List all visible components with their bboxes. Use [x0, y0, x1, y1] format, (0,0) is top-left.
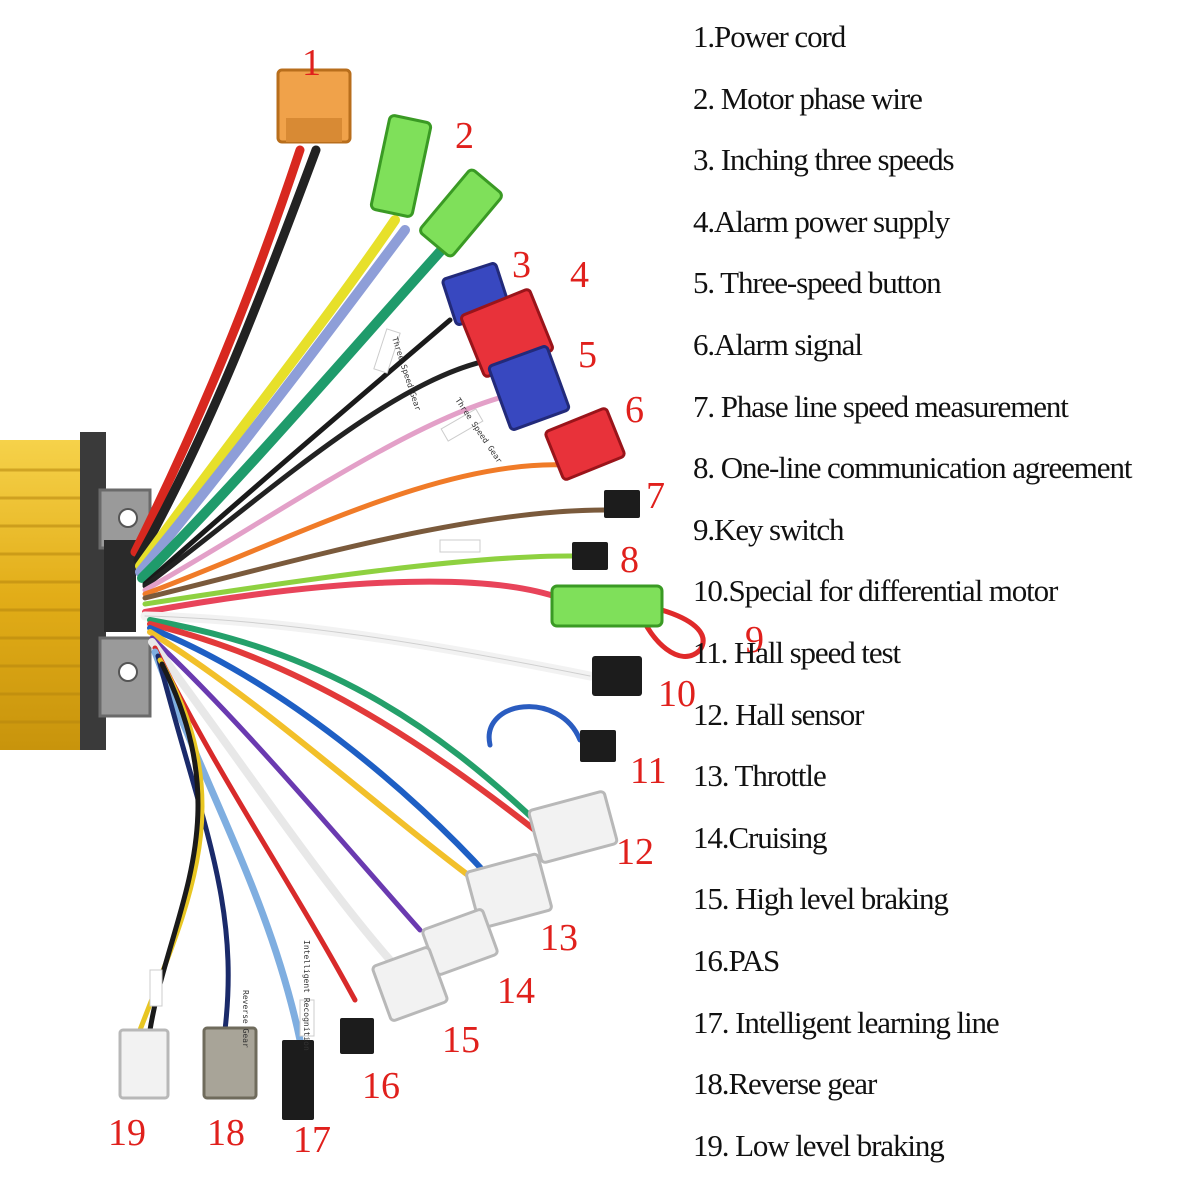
- callout-17: 17: [293, 1119, 331, 1161]
- connector-11-hall-speed: [580, 730, 616, 762]
- callout-10: 10: [658, 673, 696, 715]
- legend-item: 8. One-line communication agreement: [693, 450, 1132, 486]
- callout-15: 15: [442, 1019, 480, 1061]
- callout-6: 6: [625, 389, 644, 431]
- connector-15-high-brake: [371, 946, 449, 1022]
- callout-2: 2: [455, 115, 474, 157]
- callout-13: 13: [540, 917, 578, 959]
- connector-8-one-line: [572, 542, 608, 570]
- callout-7: 7: [646, 475, 665, 517]
- legend-item: 7. Phase line speed measurement: [693, 388, 1069, 424]
- connector-13-throttle: [465, 852, 553, 930]
- callout-5: 5: [578, 334, 597, 376]
- legend-item: 15. High level braking: [693, 881, 949, 917]
- wire-harness: [130, 145, 706, 1044]
- legend-item: 19. Low level braking: [693, 1127, 945, 1163]
- callout-11: 11: [630, 750, 667, 792]
- connector-7-phase-speed: [604, 490, 640, 518]
- legend-item: 1.Power cord: [693, 19, 846, 54]
- legend-item: 2. Motor phase wire: [693, 80, 923, 116]
- connectors: [118, 68, 664, 1120]
- legend-item: 16.PAS: [693, 942, 780, 978]
- legend-item: 4.Alarm power supply: [693, 203, 950, 239]
- legend-item: 18.Reverse gear: [693, 1066, 877, 1102]
- callout-12: 12: [616, 831, 654, 873]
- callout-3: 3: [512, 244, 531, 286]
- connector-6-alarm-signal: [544, 407, 626, 481]
- legend-item: 13. Throttle: [693, 758, 827, 794]
- callout-19: 19: [108, 1112, 146, 1154]
- connector-10-differential: [592, 656, 642, 696]
- controller-housing: [0, 432, 152, 750]
- connector-5-three-speed: [487, 345, 571, 431]
- connector-9-key-switch: [550, 584, 664, 628]
- callout-4: 4: [570, 254, 589, 296]
- callout-8: 8: [620, 539, 639, 581]
- wire-tag-learning: Intelligent Recognition: [302, 940, 311, 1051]
- connector-19-low-brake: [118, 1028, 170, 1100]
- legend-item: 5. Three-speed button: [693, 265, 942, 301]
- legend-item: 11. Hall speed test: [693, 634, 901, 670]
- connector-16-pas: [340, 1018, 374, 1054]
- connector-2-motor-phase: [369, 114, 503, 258]
- legend-item: 17. Intelligent learning line: [693, 1004, 1000, 1040]
- connector-1-power: [276, 68, 352, 144]
- callout-14: 14: [497, 970, 535, 1012]
- connector-18-reverse: [202, 1026, 258, 1100]
- legend-item: 10.Special for differential motor: [693, 573, 1058, 609]
- callout-9: 9: [745, 619, 764, 661]
- callout-16: 16: [362, 1065, 400, 1107]
- legend-item: 14.Cruising: [693, 819, 828, 855]
- legend-item: 12. Hall sensor: [693, 696, 864, 732]
- legend-item: 3. Inching three speeds: [693, 142, 955, 178]
- wire-tag-reverse: Reverse Gear: [241, 990, 250, 1048]
- connector-12-hall-sensor: [527, 790, 619, 864]
- legend-item: 9.Key switch: [693, 511, 844, 547]
- callout-18: 18: [207, 1112, 245, 1154]
- legend-item: 6.Alarm signal: [693, 326, 863, 362]
- callout-numbers: 1 2 3 4 5 6 7 8 9 10 11 12 13 14 15 16 1…: [108, 42, 764, 1161]
- wire-sleeves: [149, 328, 484, 1037]
- callout-1: 1: [302, 42, 321, 84]
- connector-17-learning: [282, 1040, 314, 1120]
- legend-list: 1.Power cord 2. Motor phase wire 3. Inch…: [693, 14, 1198, 1184]
